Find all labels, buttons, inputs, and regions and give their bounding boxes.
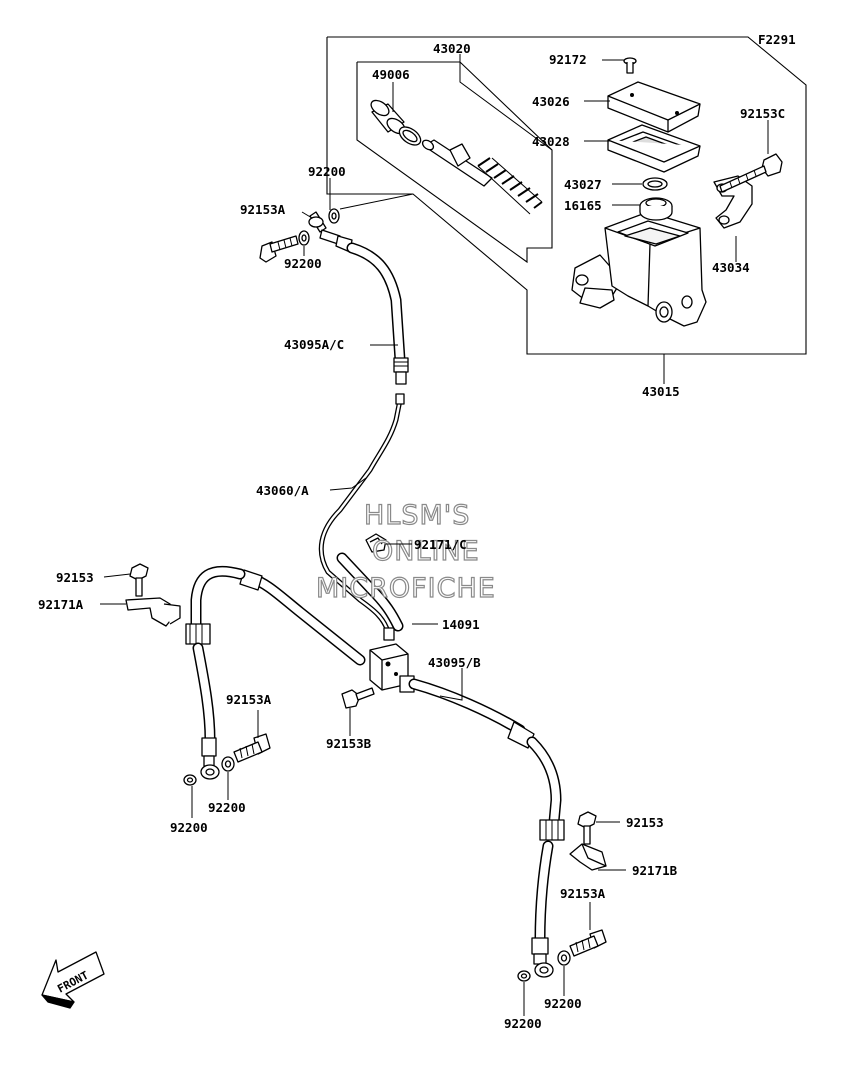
leader-lines [100, 54, 769, 1016]
washer-92200-right-1 [557, 950, 571, 966]
label-92200-left-1: 92200 [170, 820, 208, 835]
label-43034: 43034 [712, 260, 750, 275]
label-92200-top-2: 92200 [284, 256, 322, 271]
label-43015: 43015 [642, 384, 680, 399]
bolt-92153-left [129, 563, 149, 597]
brake-hose-43095B [399, 675, 565, 978]
bolt-92153A-right [569, 929, 607, 957]
assembly-43015-outline [326, 36, 807, 355]
label-92171C: 92171/C [414, 537, 467, 552]
piston-spring-assembly [421, 139, 543, 215]
washer-92200-top-2 [298, 230, 310, 246]
label-92153-right: 92153 [626, 815, 664, 830]
bolt-92153C [719, 153, 783, 193]
washer-92200-left-1 [183, 774, 197, 786]
label-43095B: 43095/B [428, 655, 481, 670]
label-92153A-right: 92153A [560, 886, 606, 901]
brake-hose-43095AC [308, 211, 409, 385]
label-16165: 16165 [564, 198, 602, 213]
label-43026: 43026 [532, 94, 570, 109]
washer-92200-top-1 [328, 208, 340, 224]
piston-cup-49006 [370, 99, 406, 135]
label-92200-right-2: 92200 [504, 1016, 542, 1031]
washer-92200-left-2 [221, 756, 235, 772]
screw-92172 [623, 57, 637, 74]
label-92153-left: 92153 [56, 570, 94, 585]
label-14091: 14091 [442, 617, 480, 632]
reservoir-cap-43026 [607, 81, 701, 133]
label-92171B: 92171B [632, 863, 678, 878]
label-92153A-mid: 92153A [226, 692, 272, 707]
label-92172: 92172 [549, 52, 587, 67]
watermark: HLSM'S ONLINE MICROFICHE [315, 499, 496, 604]
label-92200-left-2: 92200 [208, 800, 246, 815]
assembly-43020-outline [356, 61, 553, 264]
ring-43027 [642, 177, 668, 191]
label-49006: 49006 [372, 67, 410, 82]
label-43028: 43028 [532, 134, 570, 149]
bracket-92171A [125, 597, 181, 627]
label-92153B: 92153B [326, 736, 372, 751]
part-labels: 43020 92172 49006 43026 92153C 43028 922… [38, 41, 785, 1031]
snap-ring [398, 126, 422, 146]
label-92200-top-1: 92200 [308, 164, 346, 179]
label-43060A: 43060/A [256, 483, 309, 498]
watermark-line-3: MICROFICHE [316, 573, 496, 604]
bolt-92153A-mid [233, 733, 271, 763]
figure-code: F2291 [758, 32, 796, 47]
washer-92200-right-2 [517, 970, 531, 982]
bracket-92171B [569, 843, 607, 871]
watermark-line-1: HLSM'S [364, 500, 470, 531]
clip-92171C [365, 533, 387, 553]
label-92171A: 92171A [38, 597, 84, 612]
master-cylinder-body [571, 211, 707, 327]
label-92200-right-1: 92200 [544, 996, 582, 1011]
label-92153C: 92153C [740, 106, 785, 121]
label-92153A-top: 92153A [240, 202, 286, 217]
bolt-92153A-top [259, 235, 299, 263]
label-43020: 43020 [433, 41, 471, 56]
junction-block [369, 643, 409, 691]
brake-pipe-43060A [318, 393, 405, 641]
label-43095AC: 43095A/C [284, 337, 344, 352]
front-arrow-icon: FRONT [41, 951, 105, 1009]
brake-hose-left [185, 565, 366, 780]
bushing-16165 [639, 197, 673, 221]
grommet-14091 [336, 552, 404, 632]
diaphragm-plate-43028 [607, 124, 701, 173]
bolt-92153-right [577, 811, 597, 845]
label-43027: 43027 [564, 177, 602, 192]
bolt-92153B [341, 687, 375, 709]
watermark-line-2: ONLINE [372, 536, 480, 567]
